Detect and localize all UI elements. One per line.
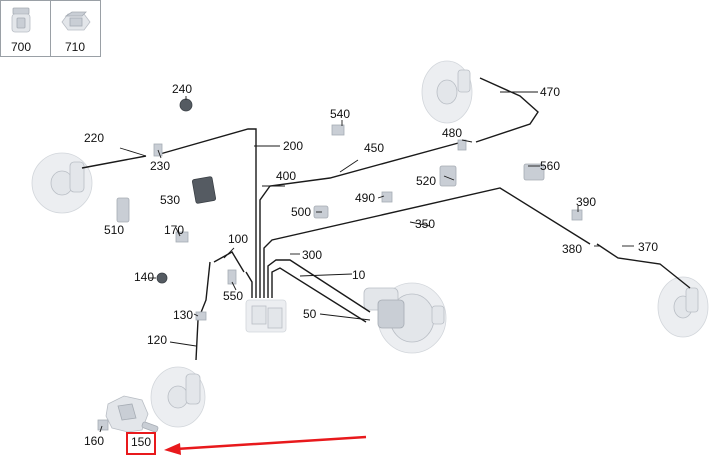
callout-200[interactable]: 200: [283, 139, 303, 153]
brake-disc-rear-left: [657, 276, 709, 338]
thumbnail-700[interactable]: 700: [11, 7, 31, 54]
abs-control-unit: [245, 299, 287, 333]
callout-530[interactable]: 530: [160, 193, 180, 207]
callout-390[interactable]: 390: [576, 195, 596, 209]
brake-disc-front-left: [31, 152, 93, 214]
callout-520[interactable]: 520: [416, 174, 436, 188]
callout-300[interactable]: 300: [302, 248, 322, 262]
brake-disc-front-right: [150, 366, 206, 428]
callout-550[interactable]: 550: [223, 289, 243, 303]
callout-500[interactable]: 500: [291, 205, 311, 219]
thumbnail-710[interactable]: 710: [61, 11, 91, 54]
callout-230[interactable]: 230: [150, 159, 170, 173]
brake-disc-rear-right: [421, 60, 473, 124]
callout-130[interactable]: 130: [173, 308, 193, 322]
callout-450[interactable]: 450: [364, 141, 384, 155]
thumbnail-700-label: 700: [11, 40, 31, 54]
callout-370[interactable]: 370: [638, 240, 658, 254]
callout-120[interactable]: 120: [147, 333, 167, 347]
callout-350[interactable]: 350: [415, 217, 435, 231]
highlight-annotation: [126, 432, 367, 455]
callout-380[interactable]: 380: [562, 242, 582, 256]
thumbnail-710-label: 710: [65, 40, 85, 54]
brake-booster: [363, 282, 447, 354]
callout-240[interactable]: 240: [172, 82, 192, 96]
callout-170[interactable]: 170: [164, 223, 184, 237]
callout-510[interactable]: 510: [104, 223, 124, 237]
callout-140[interactable]: 140: [134, 270, 154, 284]
leader-lines: [99, 91, 634, 433]
callout-480[interactable]: 480: [442, 126, 462, 140]
caliper-housing-150: [105, 395, 159, 433]
callout-540[interactable]: 540: [330, 107, 350, 121]
callout-490[interactable]: 490: [355, 191, 375, 205]
callout-560[interactable]: 560: [540, 159, 560, 173]
highlight-box: [126, 432, 156, 455]
bushing-icon: [11, 7, 31, 33]
highlight-arrow-head: [164, 443, 181, 455]
callout-160[interactable]: 160: [84, 434, 104, 448]
hex-bolt-icon: [61, 11, 91, 31]
callout-470[interactable]: 470: [540, 85, 560, 99]
callout-400[interactable]: 400: [276, 169, 296, 183]
callout-10[interactable]: 10: [352, 268, 366, 282]
callout-50[interactable]: 50: [303, 307, 317, 321]
callout-labels: 240 200 220 230 540 450 470 480 560 520 …: [84, 82, 658, 449]
thumbnail-strip: 700 710: [0, 0, 101, 57]
callout-150[interactable]: 150: [131, 435, 151, 449]
callout-100[interactable]: 100: [228, 232, 248, 246]
highlight-arrow-shaft: [175, 435, 367, 451]
small-parts: [97, 98, 583, 431]
callout-220[interactable]: 220: [84, 131, 104, 145]
